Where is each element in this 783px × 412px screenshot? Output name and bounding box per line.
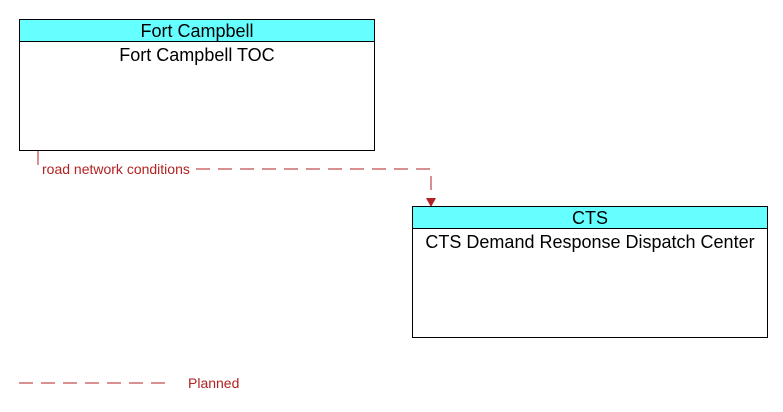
flow-label-road-network-conditions: road network conditions xyxy=(42,161,190,177)
fort-campbell-toc-element[interactable]: Fort Campbell Fort Campbell TOC xyxy=(19,19,375,151)
cts-dispatch-center-name: CTS Demand Response Dispatch Center xyxy=(425,232,755,252)
flow-line-road-network-conditions xyxy=(37,151,432,202)
fort-campbell-toc-name: Fort Campbell TOC xyxy=(119,45,275,65)
cts-group-header: CTS xyxy=(413,207,767,229)
legend-planned-label: Planned xyxy=(188,375,240,391)
flow-arrowhead xyxy=(426,198,436,207)
cts-dispatch-center-element[interactable]: CTS CTS Demand Response Dispatch Center xyxy=(412,206,768,338)
fort-campbell-group-header: Fort Campbell xyxy=(20,20,374,42)
